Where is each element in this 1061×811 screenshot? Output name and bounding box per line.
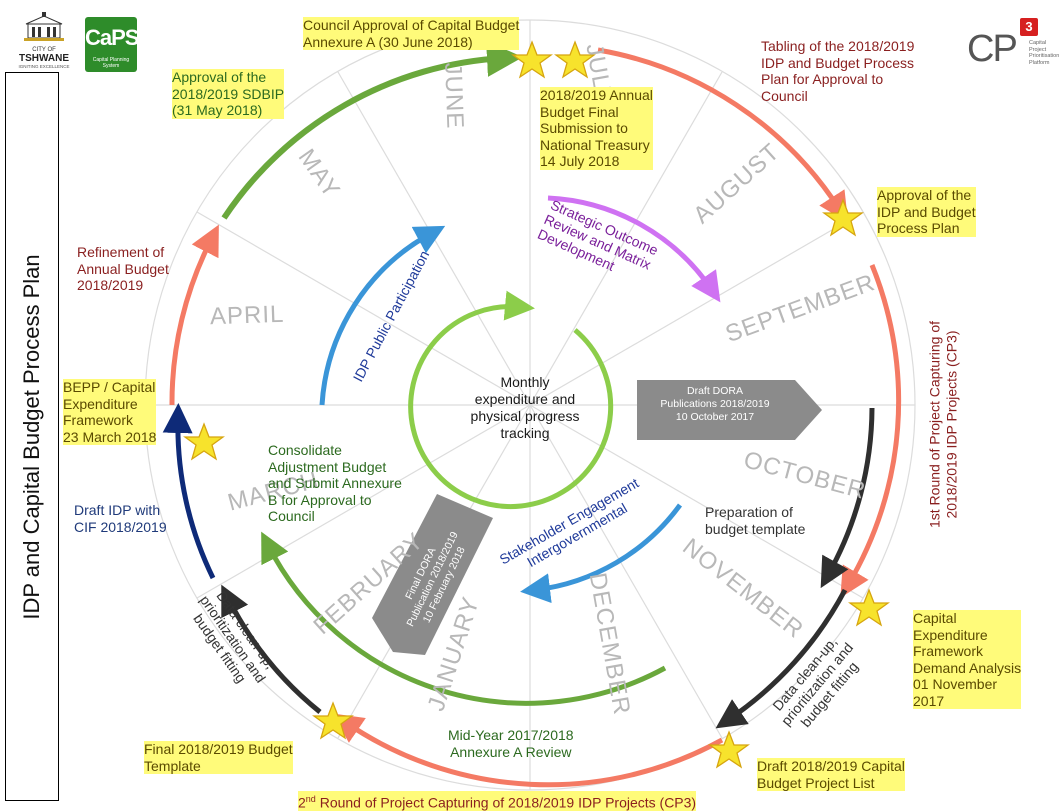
arc-salmon-bottom [332, 713, 724, 788]
center-cycle-arrow [408, 290, 614, 510]
arc-purple-strategic [547, 195, 721, 303]
page-title-box: IDP and Capital Budget Process Plan [5, 72, 59, 801]
draft-capital-label: Draft 2018/2019 Capital Budget Project L… [757, 758, 905, 791]
approval-idp-label: Approval of the IDP and Budget Process P… [877, 187, 976, 237]
center-label: Monthly expenditure and physical progres… [470, 374, 580, 441]
arc-blue-stakeholder [520, 503, 683, 604]
arc-green-top [221, 40, 523, 220]
sdbip-label: Approval of the 2018/2019 SDBIP (31 May … [172, 69, 285, 119]
final-template-label: Final 2018/2019 Budget Template [144, 741, 293, 774]
annual-final-submission-label: 2018/2019 Annual Budget Final Submission… [540, 87, 653, 170]
arc-black-right [820, 407, 875, 589]
arc-salmon-right [840, 264, 902, 598]
caps-sub: Capital Planning System [92, 57, 130, 69]
bepp-label: BEPP / Capital Expenditure Framework 23 … [63, 379, 157, 445]
round1-label: 1st Round of Project Capturing of 2018/2… [926, 321, 960, 529]
month-april: APRIL [209, 300, 285, 331]
cp3-sub: Capital Project Prioritisation Platform [1029, 40, 1060, 66]
star-markers [183, 40, 890, 769]
star-icon [312, 701, 354, 740]
banner-dora-oct [637, 380, 822, 440]
tshwane-line1: CITY OF [32, 47, 56, 53]
council-approval-label: Council Approval of Capital Budget Annex… [303, 17, 520, 50]
banner-dora-feb [372, 494, 493, 655]
round2-suffix: nd [305, 794, 316, 804]
tshwane-logo: CITY OF TSHWANE IGNITING EXCELLENCE [14, 12, 74, 72]
tshwane-line2: TSHWANE [19, 53, 69, 64]
draft-idp-label: Draft IDP with CIF 2018/2019 [74, 502, 167, 535]
midyear-label: Mid-Year 2017/2018 Annexure A Review [448, 727, 574, 760]
refinement-label: Refinement of Annual Budget 2018/2019 [77, 244, 169, 293]
dora-oct-text: Draft DORA Publications 2018/2019 10 Oct… [660, 385, 770, 423]
cp3-mark: CP [967, 28, 1018, 70]
capex-demand-label: Capital Expenditure Framework Demand Ana… [913, 610, 1022, 709]
page-title: IDP and Capital Budget Process Plan [19, 253, 44, 620]
arc-salmon-left [169, 224, 219, 406]
cp3-logo: CP 3 Capital Project Prioritisation Plat… [967, 14, 1060, 84]
city-hall-icon [24, 12, 64, 41]
arc-navy-left [162, 403, 216, 580]
consolidate-label: Consolidate Adjustment Budget and Submit… [268, 442, 402, 524]
star-icon [554, 40, 596, 79]
star-icon [822, 198, 864, 237]
star-icon [848, 588, 890, 627]
round2-number: 2 [298, 794, 306, 811]
star-icon [183, 422, 225, 461]
arc-blue-idp [319, 225, 446, 406]
arc-green-middle [261, 531, 667, 706]
caps-logo: CaPS Capital Planning System [85, 17, 139, 72]
caps-mark: CaPS [85, 25, 139, 50]
star-icon [708, 730, 750, 769]
arc-black-bottom-left [221, 584, 322, 714]
tabling-label: Tabling of the 2018/2019 IDP and Budget … [761, 38, 915, 104]
arc-salmon-top-right [597, 47, 849, 223]
cp3-sup: 3 [1020, 18, 1038, 36]
tshwane-line3: IGNITING EXCELLENCE [18, 64, 70, 69]
preparation-label: Preparation of budget template [705, 504, 806, 537]
month-june: JUNE [439, 62, 469, 130]
arc-black-bottom-right [715, 588, 848, 729]
round2-label: 2nd Round of Project Capturing of 2018/2… [298, 791, 697, 811]
star-icon [511, 40, 553, 79]
round2-text: Round of Project Capturing of 2018/2019 … [315, 794, 697, 811]
